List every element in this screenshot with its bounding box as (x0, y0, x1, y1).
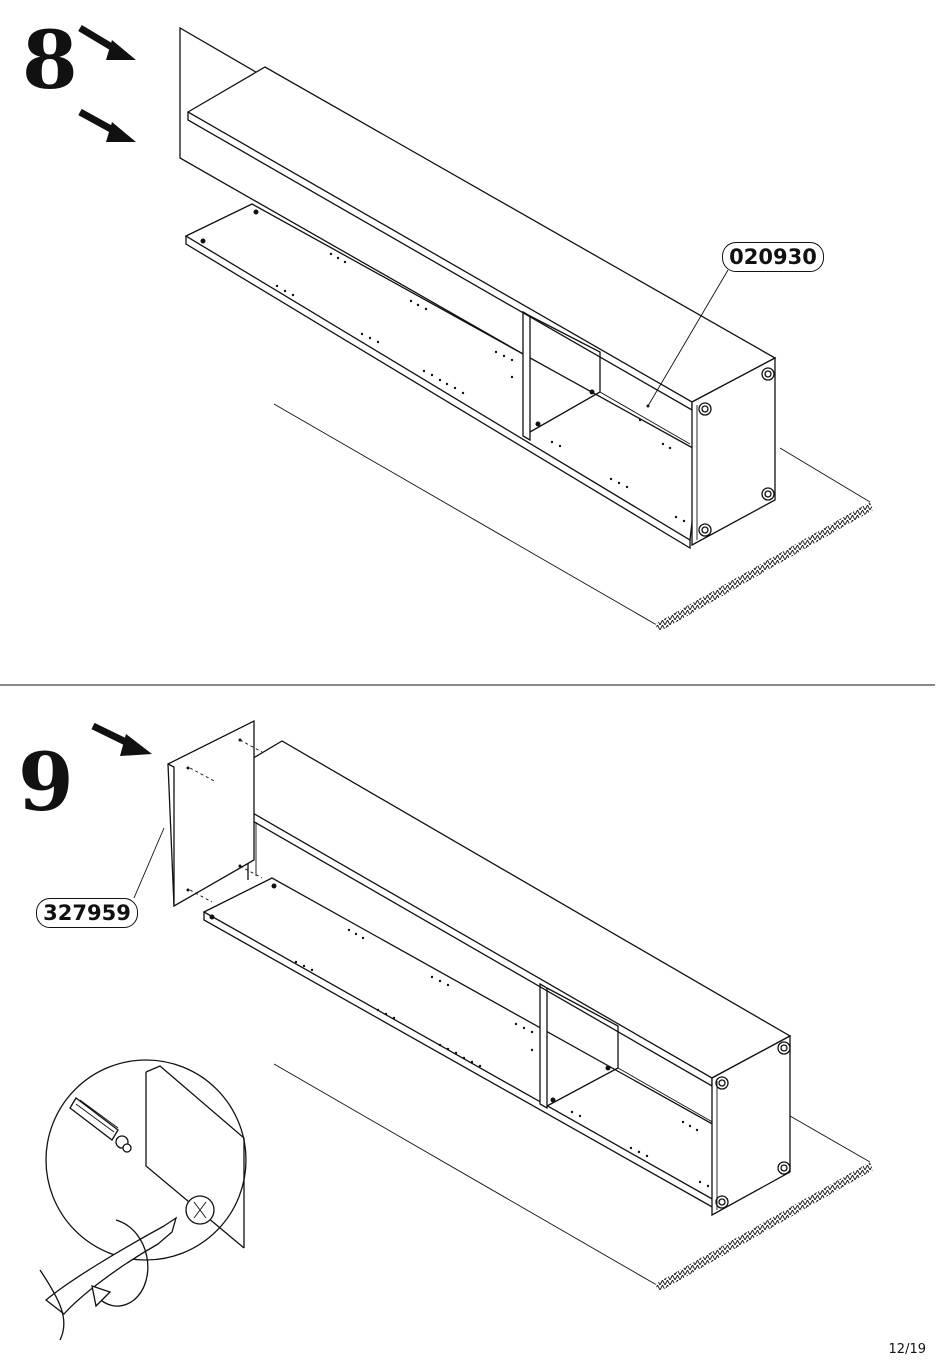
push-arrow-icon (93, 726, 152, 756)
push-arrow-icon (80, 112, 136, 142)
part-number-label: 327959 (36, 898, 138, 928)
step9-illustration (40, 721, 873, 1340)
cam-lock-icon (186, 1196, 214, 1224)
part-number-label: 020930 (722, 242, 824, 272)
push-arrow-icon (80, 28, 136, 60)
detail-inset (40, 1060, 246, 1340)
page-number: 12/19 (889, 1342, 926, 1357)
step-number: 8 (22, 20, 78, 100)
part-leader-line (134, 828, 164, 898)
screw-icon (70, 1098, 131, 1152)
step-number: 9 (18, 742, 74, 822)
step8-illustration (80, 28, 873, 632)
screwdriver-icon (40, 1218, 176, 1340)
